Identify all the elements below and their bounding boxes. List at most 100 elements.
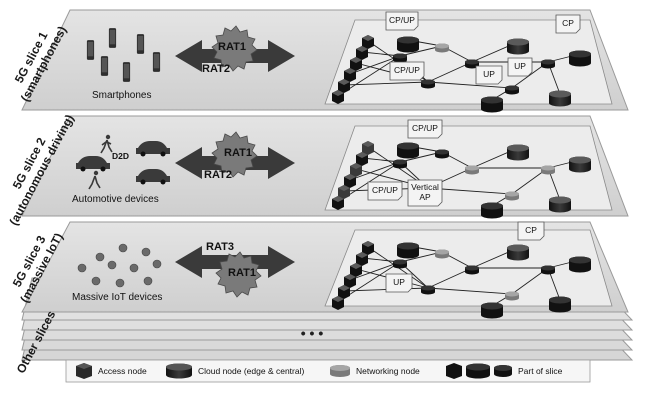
networking-node bbox=[505, 85, 519, 95]
slice-3-radio-access: RAT3 RAT1 bbox=[175, 241, 295, 298]
svg-text:CP: CP bbox=[562, 18, 574, 28]
networking-node bbox=[505, 191, 519, 201]
network-link bbox=[427, 61, 473, 83]
cloud-node bbox=[397, 242, 419, 259]
gear-icon bbox=[211, 25, 258, 72]
more-slices-ellipsis: • • • bbox=[301, 325, 324, 341]
cloud-node bbox=[481, 96, 503, 113]
networking-node bbox=[541, 59, 556, 69]
slice-3-network bbox=[332, 241, 592, 319]
network-link bbox=[349, 161, 401, 181]
cloud-node bbox=[397, 142, 419, 159]
cp-tag: CP bbox=[555, 14, 581, 34]
network-link bbox=[427, 267, 473, 289]
cp-up-tag: CP/UP bbox=[385, 11, 419, 31]
svg-text:AP: AP bbox=[419, 192, 431, 202]
rat-top-label: RAT1 bbox=[218, 41, 246, 53]
network-link bbox=[349, 261, 401, 281]
slice-1-radio-access: RAT1 RAT2 bbox=[175, 25, 295, 75]
legend-cloud-node: Cloud node (edge & central) bbox=[198, 366, 304, 376]
cloud-node bbox=[507, 38, 529, 55]
cloud-node bbox=[397, 36, 419, 53]
rat-top-label: RAT1 bbox=[224, 147, 252, 159]
access-node bbox=[362, 141, 374, 155]
network-link bbox=[427, 81, 513, 89]
slice-2-radio-access: RAT1 RAT2 bbox=[175, 131, 295, 181]
legend-networking-node: Networking node bbox=[356, 366, 420, 376]
cloud-node bbox=[569, 50, 592, 67]
networking-node bbox=[393, 159, 407, 169]
network-link bbox=[343, 81, 429, 86]
cloud-node bbox=[549, 196, 571, 213]
networking-node-icon bbox=[330, 365, 350, 377]
networking-node bbox=[435, 149, 449, 159]
networking-node bbox=[421, 285, 435, 295]
cp-up-tag: CP/UP bbox=[407, 119, 443, 139]
legend-part-of-slice: Part of slice bbox=[518, 366, 563, 376]
cloud-node bbox=[481, 202, 503, 219]
networking-node bbox=[435, 249, 449, 259]
network-link bbox=[427, 287, 513, 295]
svg-text:Vertical: Vertical bbox=[411, 182, 439, 192]
networking-node bbox=[421, 79, 435, 89]
part-of-slice-icons bbox=[446, 363, 512, 379]
networking-node bbox=[435, 43, 449, 53]
access-node bbox=[338, 185, 350, 199]
access-node bbox=[332, 196, 344, 210]
cp-tag: CP bbox=[517, 221, 545, 241]
networking-node bbox=[465, 59, 479, 69]
slice-2-tags: CP/UP CP/UP Vertical AP bbox=[367, 119, 443, 207]
access-node bbox=[332, 90, 344, 104]
access-node bbox=[344, 174, 356, 188]
iot-devices-icon bbox=[77, 243, 162, 288]
gear-icon bbox=[211, 131, 258, 178]
slice-1-network bbox=[332, 35, 592, 113]
svg-text:UP: UP bbox=[483, 69, 495, 79]
automotive-devices-label: Automotive devices bbox=[72, 194, 159, 205]
svg-text:CP/UP: CP/UP bbox=[389, 15, 415, 25]
up-tag: UP bbox=[475, 65, 503, 85]
svg-text:CP/UP: CP/UP bbox=[412, 123, 438, 133]
networking-node bbox=[465, 165, 479, 175]
cloud-node bbox=[569, 256, 592, 273]
automotive-devices-icon bbox=[76, 134, 170, 190]
svg-text:CP/UP: CP/UP bbox=[372, 185, 398, 195]
slice-1-tags: CP/UP CP CP/UP UP UP bbox=[385, 11, 581, 85]
vertical-ap-tag: Vertical AP bbox=[407, 179, 443, 207]
rat-top-label: RAT3 bbox=[206, 241, 234, 253]
svg-text:UP: UP bbox=[514, 61, 526, 71]
rat-bottom-label: RAT2 bbox=[202, 63, 230, 75]
access-node-icon bbox=[76, 363, 92, 379]
networking-node bbox=[465, 265, 479, 275]
rat-bottom-label: RAT1 bbox=[228, 267, 256, 279]
cloud-node bbox=[549, 90, 571, 107]
rat-bottom-label: RAT2 bbox=[204, 169, 232, 181]
iot-devices-label: Massive IoT devices bbox=[72, 292, 162, 303]
networking-node bbox=[393, 53, 407, 63]
networking-node bbox=[393, 259, 407, 269]
access-node bbox=[362, 241, 374, 255]
access-node bbox=[362, 35, 374, 49]
d2d-label: D2D bbox=[112, 151, 129, 161]
cloud-node bbox=[549, 296, 571, 313]
svg-text:CP: CP bbox=[525, 225, 537, 235]
smartphones-label: Smartphones bbox=[92, 90, 151, 101]
cloud-node bbox=[481, 302, 503, 319]
svg-text:UP: UP bbox=[393, 277, 405, 287]
networking-node bbox=[505, 291, 519, 301]
svg-text:CP/UP: CP/UP bbox=[394, 65, 420, 75]
up-tag: UP bbox=[385, 273, 413, 293]
up-tag: UP bbox=[507, 57, 533, 77]
cp-up-tag: CP/UP bbox=[389, 61, 425, 81]
legend: Access node Cloud node (edge & central) … bbox=[65, 359, 591, 383]
networking-node bbox=[541, 265, 556, 275]
gear-icon bbox=[215, 251, 262, 298]
network-link bbox=[349, 55, 401, 75]
legend-access-node: Access node bbox=[98, 366, 147, 376]
cloud-node bbox=[569, 156, 592, 173]
cloud-node bbox=[507, 244, 529, 261]
cp-up-tag: CP/UP bbox=[367, 181, 403, 201]
cloud-node bbox=[507, 144, 529, 161]
